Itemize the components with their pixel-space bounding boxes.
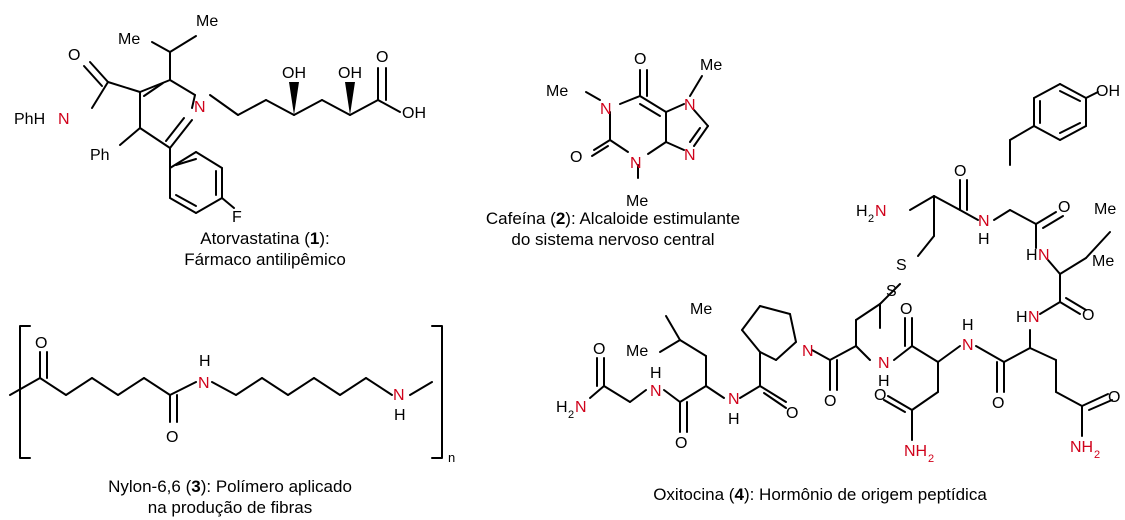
caption-nylon: Nylon-6,6 (3): Polímero aplicado na prod… (80, 476, 380, 518)
svg-text:OH: OH (1096, 83, 1120, 100)
svg-text:F: F (232, 209, 242, 226)
svg-text:N: N (198, 375, 210, 392)
svg-text:N: N (878, 355, 890, 372)
svg-text:O: O (675, 435, 687, 452)
svg-text:N: N (630, 155, 642, 172)
svg-text:O: O (954, 163, 966, 180)
svg-text:N: N (575, 399, 587, 416)
svg-text:OH: OH (282, 65, 306, 82)
svg-text:H: H (650, 365, 662, 382)
caption-oxitocina-line1: Oxitocina (4): Hormônio de origem peptíd… (653, 485, 987, 504)
oxytocin-structure (589, 83, 1113, 441)
svg-text:Me: Me (196, 13, 218, 30)
svg-text:Ph: Ph (90, 147, 110, 164)
svg-text:N: N (393, 387, 405, 404)
svg-text:O: O (166, 429, 178, 446)
svg-text:Me: Me (626, 343, 648, 360)
svg-text:OH: OH (338, 65, 362, 82)
caption-cafeina-line1: Cafeína (2): Alcaloide estimulante (485, 209, 741, 228)
svg-text:H: H (1016, 309, 1028, 326)
svg-text:Me: Me (118, 31, 140, 48)
svg-text:O: O (1058, 199, 1070, 216)
svg-text:O: O (1108, 389, 1120, 406)
svg-text:O: O (35, 335, 47, 352)
caption-nylon-line2: na produção de fibras (147, 498, 313, 517)
svg-text:H: H (878, 373, 890, 390)
svg-text:2: 2 (568, 409, 574, 421)
svg-text:H: H (556, 399, 568, 416)
svg-text:O: O (68, 47, 80, 64)
svg-text:H: H (962, 317, 974, 334)
svg-text:N: N (802, 343, 814, 360)
svg-text:H: H (856, 203, 868, 220)
svg-text:N: N (1038, 247, 1050, 264)
caption-atorvastatina: Atorvastatina (1): Fármaco antilipêmico (150, 228, 380, 270)
caption-cafeina-line2: do sistema nervoso central (511, 230, 715, 249)
svg-text:n: n (448, 450, 455, 465)
svg-text:O: O (593, 341, 605, 358)
svg-text:O: O (824, 393, 836, 410)
svg-text:N: N (600, 101, 612, 118)
svg-text:NH: NH (904, 443, 927, 460)
svg-text:Me: Me (546, 83, 568, 100)
svg-text:N: N (728, 391, 740, 408)
svg-text:H: H (1026, 247, 1038, 264)
svg-text:N: N (194, 99, 206, 116)
caffeine-structure (585, 69, 709, 179)
svg-text:PhH: PhH (14, 111, 45, 128)
caption-atorvastatina-line1: Atorvastatina (1): (200, 229, 330, 248)
svg-text:2: 2 (868, 213, 874, 225)
caption-atorvastatina-line2: Fármaco antilipêmico (184, 250, 346, 269)
svg-text:OH: OH (402, 105, 426, 122)
atom-labels: Me Me N OH OH O OH O PhH N Ph F Me Me Me… (14, 13, 1120, 465)
nylon-structure (9, 325, 443, 459)
svg-text:N: N (650, 383, 662, 400)
svg-text:O: O (786, 405, 798, 422)
svg-text:O: O (1082, 307, 1094, 324)
svg-text:Me: Me (690, 301, 712, 318)
svg-text:N: N (962, 337, 974, 354)
svg-text:NH: NH (1070, 439, 1093, 456)
svg-text:2: 2 (1094, 449, 1100, 461)
svg-text:O: O (992, 395, 1004, 412)
svg-text:Me: Me (1092, 253, 1114, 270)
atorvastatin-structure (83, 35, 401, 214)
svg-text:S: S (886, 283, 897, 300)
svg-text:N: N (978, 213, 990, 230)
svg-text:O: O (570, 149, 582, 166)
svg-text:O: O (634, 51, 646, 68)
svg-text:Me: Me (626, 193, 648, 210)
svg-text:N: N (1028, 309, 1040, 326)
svg-text:H: H (978, 231, 990, 248)
svg-text:N: N (58, 111, 70, 128)
svg-text:N: N (684, 97, 696, 114)
svg-text:O: O (874, 387, 886, 404)
caption-oxitocina: Oxitocina (4): Hormônio de origem peptíd… (600, 484, 1040, 505)
svg-text:N: N (684, 147, 696, 164)
svg-text:H: H (199, 353, 211, 370)
svg-text:O: O (900, 301, 912, 318)
svg-text:H: H (394, 407, 406, 424)
svg-text:S: S (896, 257, 907, 274)
svg-text:2: 2 (928, 453, 934, 465)
svg-text:Me: Me (700, 57, 722, 74)
caption-cafeina: Cafeína (2): Alcaloide estimulante do si… (448, 208, 778, 250)
svg-text:O: O (376, 49, 388, 66)
svg-text:H: H (728, 411, 740, 428)
svg-text:Me: Me (1094, 201, 1116, 218)
caption-nylon-line1: Nylon-6,6 (3): Polímero aplicado (108, 477, 352, 496)
svg-text:N: N (875, 203, 887, 220)
